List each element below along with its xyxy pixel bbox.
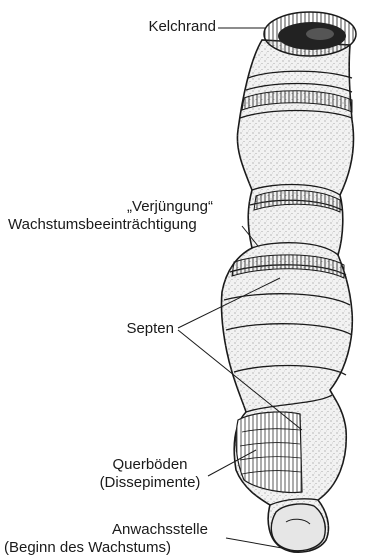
label-wachstumsbeeintraechtigung: Wachstumsbeeinträchtigung [8, 216, 248, 233]
dissepiments-section [236, 412, 302, 493]
label-querboeden: Querböden [90, 456, 210, 473]
label-beginn-des-wachstums: (Beginn des Wachstums) [4, 539, 234, 556]
label-dissepimente: (Dissepimente) [80, 474, 220, 491]
label-verjuengung: „Verjüngung“ [55, 198, 285, 215]
attachment-base [271, 504, 325, 551]
calyx [264, 12, 356, 56]
label-septen: Septen [110, 320, 174, 337]
label-kelchrand: Kelchrand [96, 18, 216, 35]
label-anwachsstelle: Anwachsstelle [70, 521, 250, 538]
